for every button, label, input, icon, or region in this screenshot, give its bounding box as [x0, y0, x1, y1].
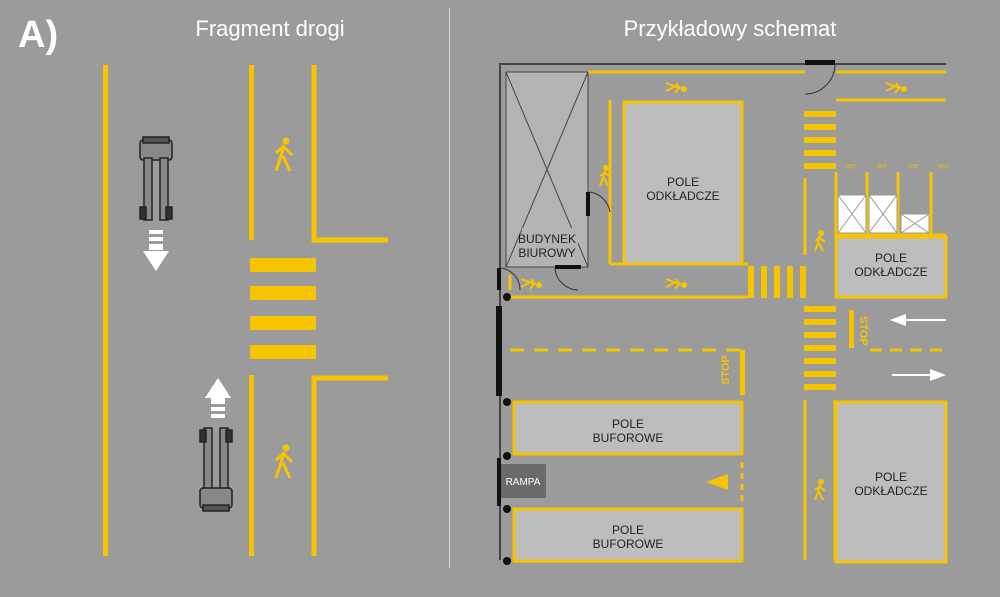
pedestrian-icon	[520, 278, 542, 290]
left-title: Fragment drogi	[195, 16, 345, 41]
storage-area-right	[834, 235, 948, 299]
storage-area-top	[622, 100, 744, 266]
arrow-up-icon	[205, 378, 231, 418]
arrow-down-icon	[143, 230, 169, 271]
pedestrian-icon	[274, 137, 294, 172]
road-edge-line-upper	[249, 65, 254, 240]
walkway-outline-lower	[311, 375, 388, 556]
ramp	[500, 464, 546, 498]
pallets	[837, 194, 930, 234]
forklift-icon	[139, 136, 173, 221]
office-label-line1: BUDYNEK	[518, 232, 576, 246]
buffer-area-top	[512, 400, 744, 456]
pedestrian-crossing	[250, 258, 316, 359]
stop-label: STOP	[857, 316, 869, 346]
pedestrian-crossing	[804, 306, 836, 390]
pedestrian-crossing	[748, 266, 806, 298]
arrow-left-icon	[890, 314, 946, 326]
rack-slots	[834, 172, 946, 237]
walkway-outline-upper	[311, 65, 388, 243]
pedestrian-icon	[274, 444, 294, 479]
buffer-top-label-2: BUFOROWE	[593, 431, 664, 445]
right-title: Przykładowy schemat	[623, 16, 837, 41]
posts	[503, 293, 511, 565]
road-edge-line-lower	[249, 375, 254, 556]
pedestrian-icon	[814, 230, 826, 252]
pedestrian-icon	[665, 82, 687, 94]
pedestrian-icon	[885, 82, 907, 94]
arrow-right-icon	[892, 369, 946, 381]
stop-line	[740, 350, 745, 395]
door	[805, 60, 835, 65]
pedestrian-icon	[599, 165, 611, 187]
forklift-icon	[199, 427, 233, 512]
pedestrian-icon	[665, 278, 687, 290]
outer-wall	[499, 63, 946, 560]
slot-number: 100	[845, 162, 856, 168]
storage-top-label-1: POLE	[667, 175, 699, 189]
office-building	[505, 71, 589, 268]
buffer-top-label-1: POLE	[612, 417, 644, 431]
pedestrian-icon	[814, 479, 826, 501]
office-label-line2: BIUROWY	[518, 246, 575, 260]
stop-label: STOP	[720, 355, 732, 385]
storage-top-label-2: ODKŁADCZE	[646, 189, 719, 203]
panel-label: A)	[18, 14, 59, 56]
storage-bottom-label-2: ODKŁADCZE	[854, 484, 927, 498]
storage-area-bottom	[834, 400, 948, 564]
slot-number: 103	[938, 162, 949, 168]
road-fragment-diagram	[103, 65, 388, 556]
gate	[496, 306, 502, 396]
storage-right-label-1: POLE	[875, 251, 907, 265]
buffer-bottom-label-1: POLE	[612, 523, 644, 537]
road-edge-line-left	[103, 65, 108, 556]
buffer-area-bottom	[512, 507, 744, 563]
panel-divider	[449, 8, 450, 568]
slot-number: 102	[907, 162, 918, 168]
direction-arrow-icon	[706, 474, 728, 490]
ramp-label: RAMPA	[506, 477, 541, 488]
slot-number: 101	[876, 162, 887, 168]
buffer-bottom-label-2: BUFOROWE	[593, 537, 664, 551]
storage-right-label-2: ODKŁADCZE	[854, 265, 927, 279]
pedestrian-crossing	[804, 111, 836, 169]
stop-line	[849, 310, 854, 348]
storage-bottom-label-1: POLE	[875, 470, 907, 484]
